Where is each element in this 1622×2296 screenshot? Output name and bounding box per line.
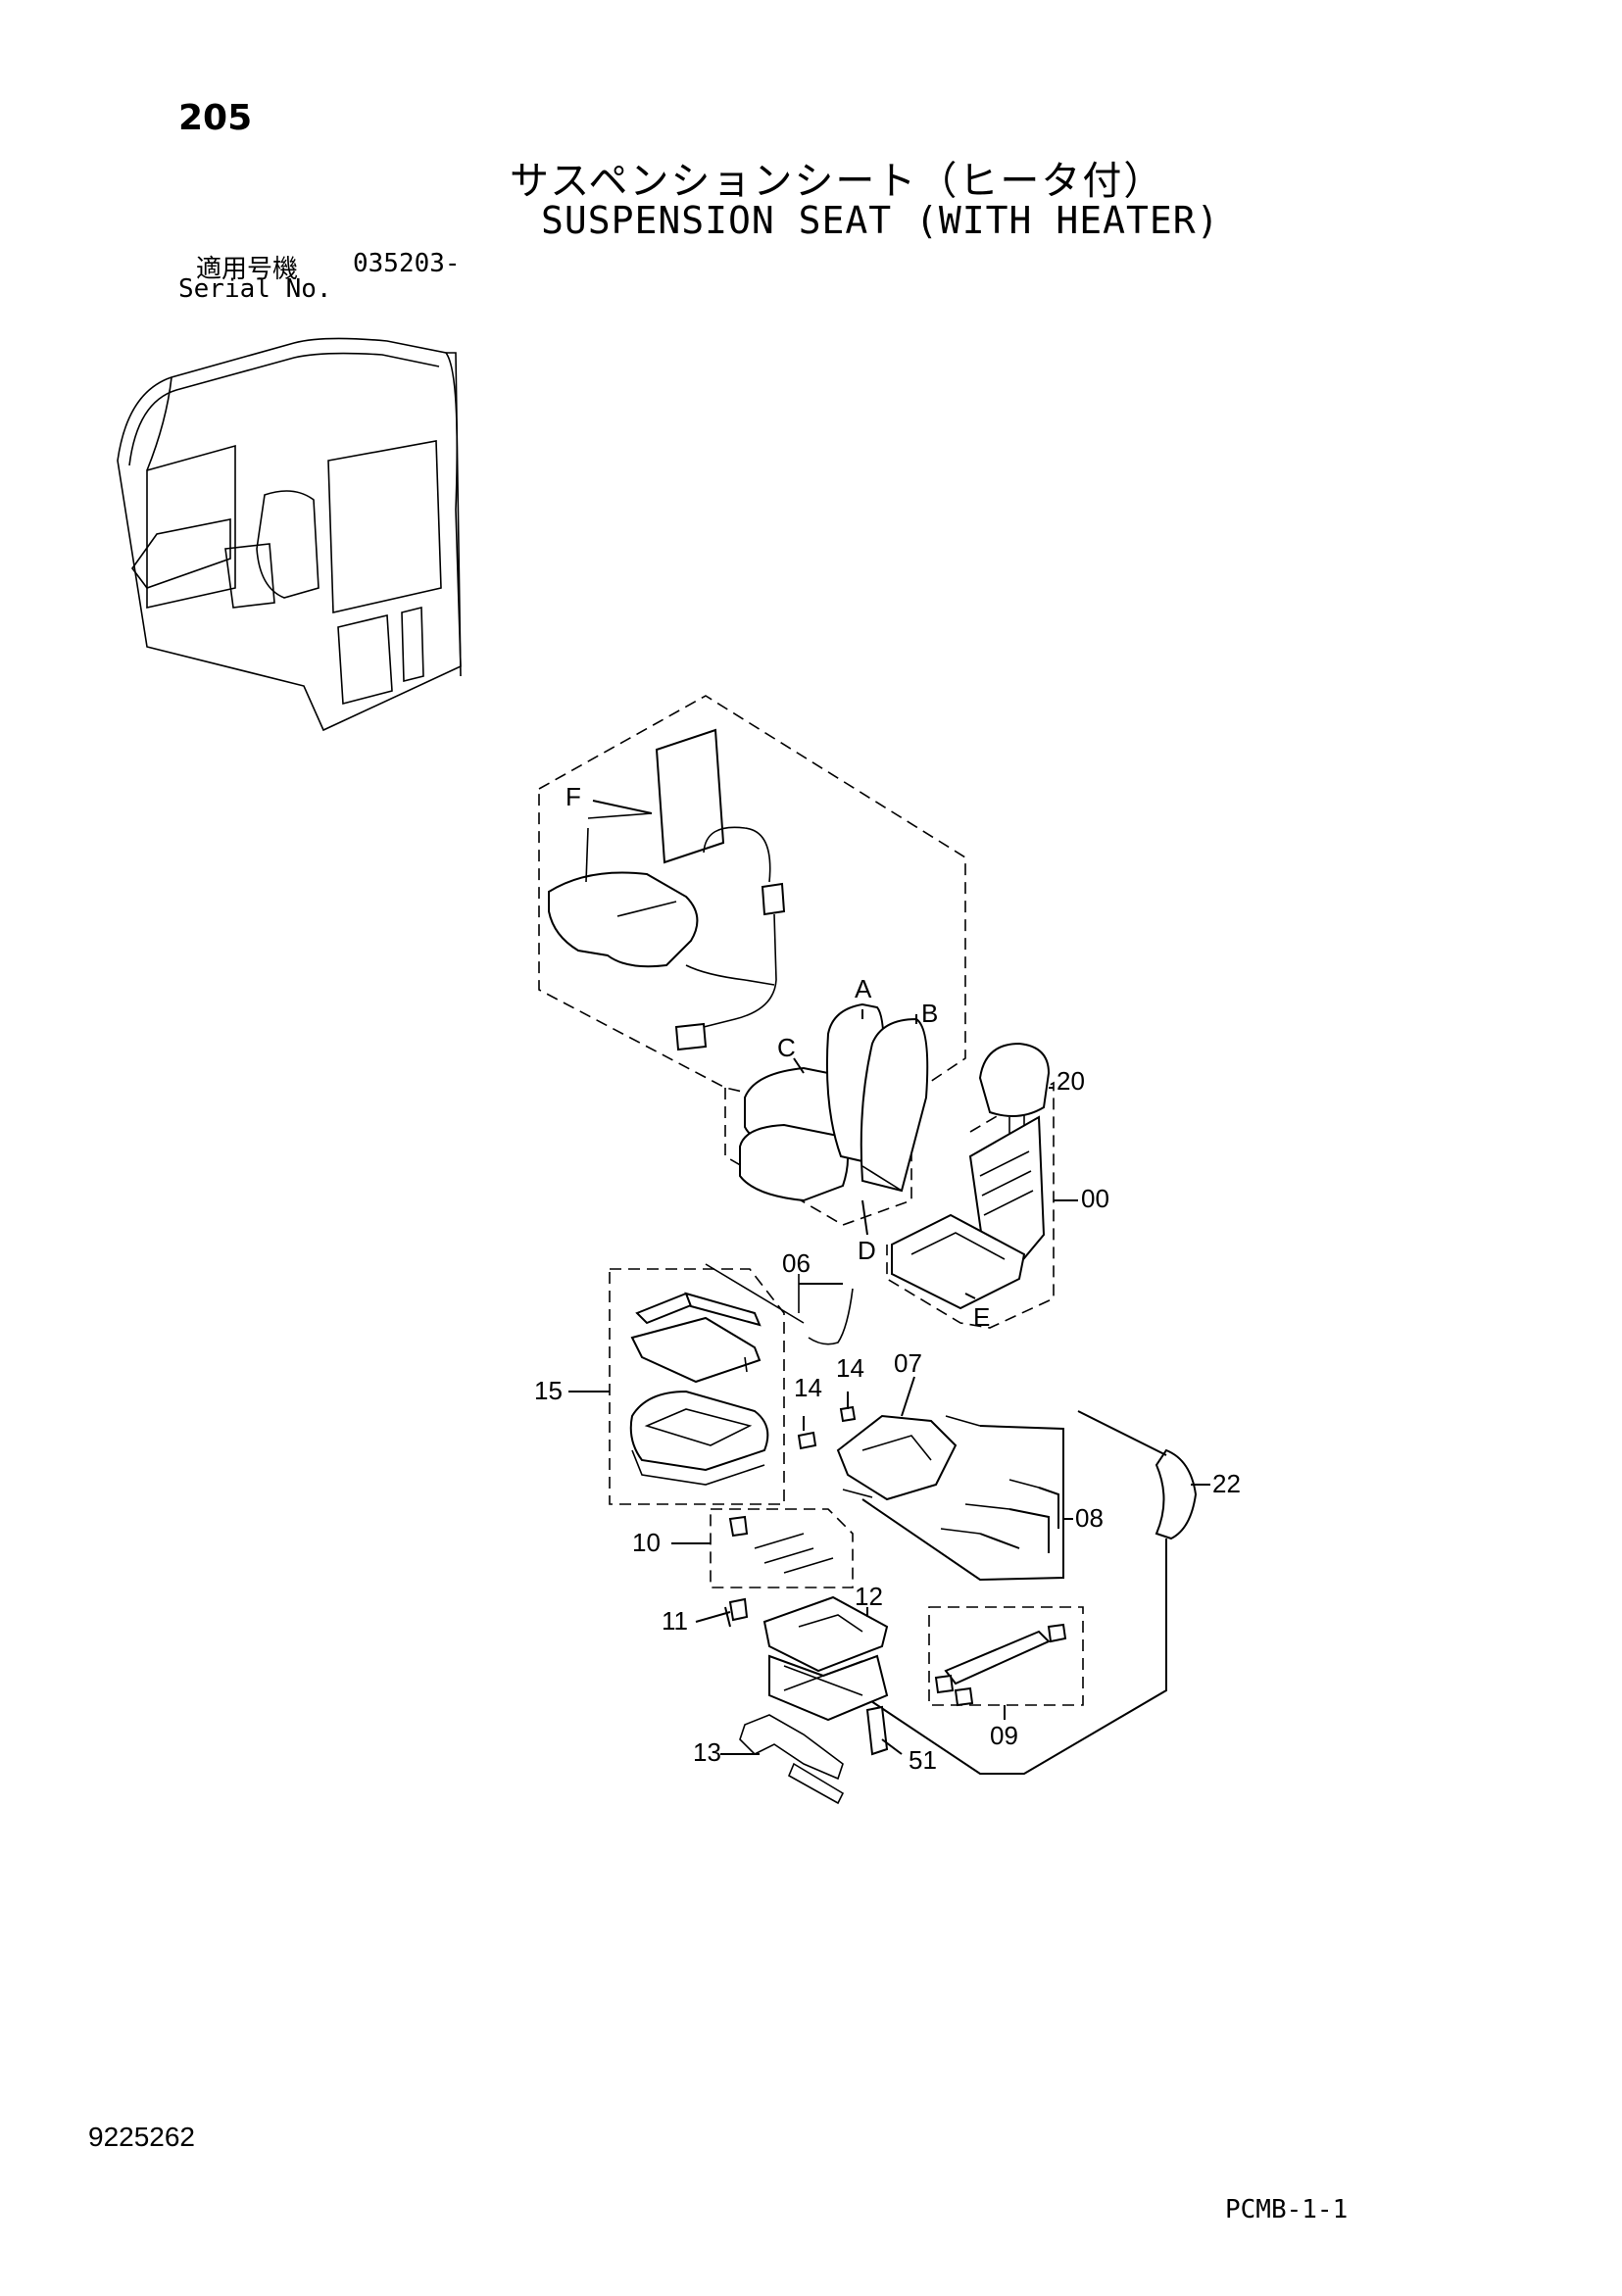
callout-10: 10 (632, 1528, 661, 1557)
callout-00: 00 (1081, 1184, 1109, 1213)
callout-14-left: 14 (794, 1373, 822, 1402)
callout-13: 13 (693, 1737, 721, 1767)
callout-22: 22 (1212, 1469, 1241, 1498)
serial-label-japanese: 適用号機 (196, 255, 299, 284)
callout-B: B (921, 999, 938, 1028)
cab-overview-illustration (117, 337, 462, 732)
page-code: PCMB-1-1 (1225, 2195, 1349, 2224)
serial-number-value: 035203- (353, 249, 461, 278)
callout-A: A (855, 974, 872, 1003)
callout-15: 15 (534, 1376, 563, 1405)
suspension-base-group (728, 1595, 889, 1722)
heater-connector (674, 1022, 708, 1051)
callout-11: 11 (662, 1606, 688, 1636)
heater-cushion-pad (548, 871, 699, 968)
leader-lines (568, 800, 1210, 1755)
callout-06: 06 (782, 1248, 811, 1278)
callout-14-right: 14 (836, 1353, 864, 1383)
seat-cushion-group (724, 1002, 929, 1226)
callout-E: E (973, 1302, 990, 1332)
callout-51: 51 (909, 1745, 937, 1775)
serial-label-english: Serial No. (178, 274, 332, 304)
side-cover-group (861, 1410, 1198, 1775)
callout-F: F (565, 782, 581, 811)
page-number: 205 (178, 98, 253, 138)
callout-C: C (777, 1033, 796, 1062)
callout-D: D (858, 1236, 876, 1265)
page-title-english: SUSPENSION SEAT (WITH HEATER) (541, 199, 1220, 242)
page-title-japanese: サスペンションシート（ヒータ付） (510, 159, 1165, 204)
heater-switch (761, 882, 786, 916)
callout-07: 07 (894, 1348, 922, 1378)
bolt-set-group (710, 1508, 854, 1588)
slide-rail-group (609, 1268, 785, 1505)
headrest (978, 1042, 1051, 1117)
callout-12: 12 (855, 1582, 883, 1611)
damper-group (928, 1606, 1084, 1707)
callout-09: 09 (990, 1721, 1018, 1750)
document-id: 9225262 (88, 2122, 196, 2152)
seat-frame-group (886, 1042, 1055, 1329)
control-cable (705, 1263, 854, 1345)
height-adjust-handle (739, 1705, 889, 1805)
heater-backrest-pad (655, 728, 725, 864)
callout-20: 20 (1057, 1066, 1085, 1096)
callout-08: 08 (1075, 1503, 1104, 1533)
recliner-mechanism-group (797, 1405, 1064, 1582)
